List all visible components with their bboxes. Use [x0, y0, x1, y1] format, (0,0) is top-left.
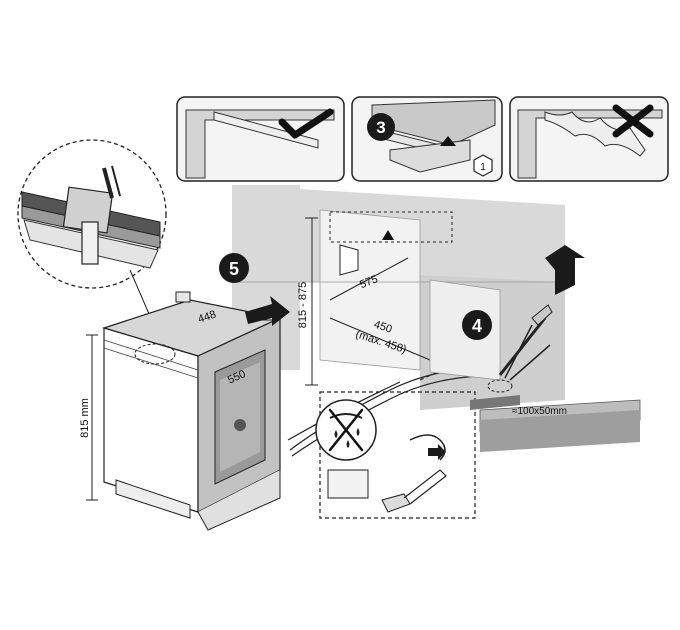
appliance-height-dimension	[86, 334, 98, 501]
clamp-detail-circle	[17, 139, 167, 289]
step-number-3: 3	[376, 118, 385, 137]
cutout-size-label: ≈100x50mm	[512, 406, 567, 417]
detail-panel-wrong	[509, 96, 669, 182]
niche-dimensions	[305, 217, 431, 386]
step-number-5: 5	[229, 259, 239, 279]
check-mark-icon	[278, 108, 334, 139]
step-badge-5	[219, 253, 249, 283]
connection-detail-box	[319, 391, 476, 519]
detail-panel-correct	[176, 96, 345, 182]
step-badge-4	[462, 310, 492, 340]
arrow-up-icon	[440, 136, 456, 146]
appliance-height-label: 815 mm	[79, 398, 91, 438]
hex-mark-number: 1	[480, 162, 486, 173]
detail-panel-step3: 3 1	[351, 96, 503, 182]
step-badge-3	[367, 113, 395, 141]
dishwasher	[101, 291, 282, 531]
width-top-label: 448	[196, 309, 217, 326]
arrow-right-icon	[245, 296, 290, 326]
hex-mark	[473, 154, 493, 177]
cabinet-niche	[232, 185, 585, 410]
arrow-up-icon	[382, 230, 394, 240]
niche-width-label: 450	[372, 319, 393, 336]
niche-height-label: 815 - 875	[297, 282, 309, 328]
cross-mark-icon	[612, 104, 654, 138]
arrow-up-icon	[545, 245, 585, 295]
step-number-4: 4	[472, 316, 482, 336]
no-water-drip-icon	[315, 399, 377, 461]
